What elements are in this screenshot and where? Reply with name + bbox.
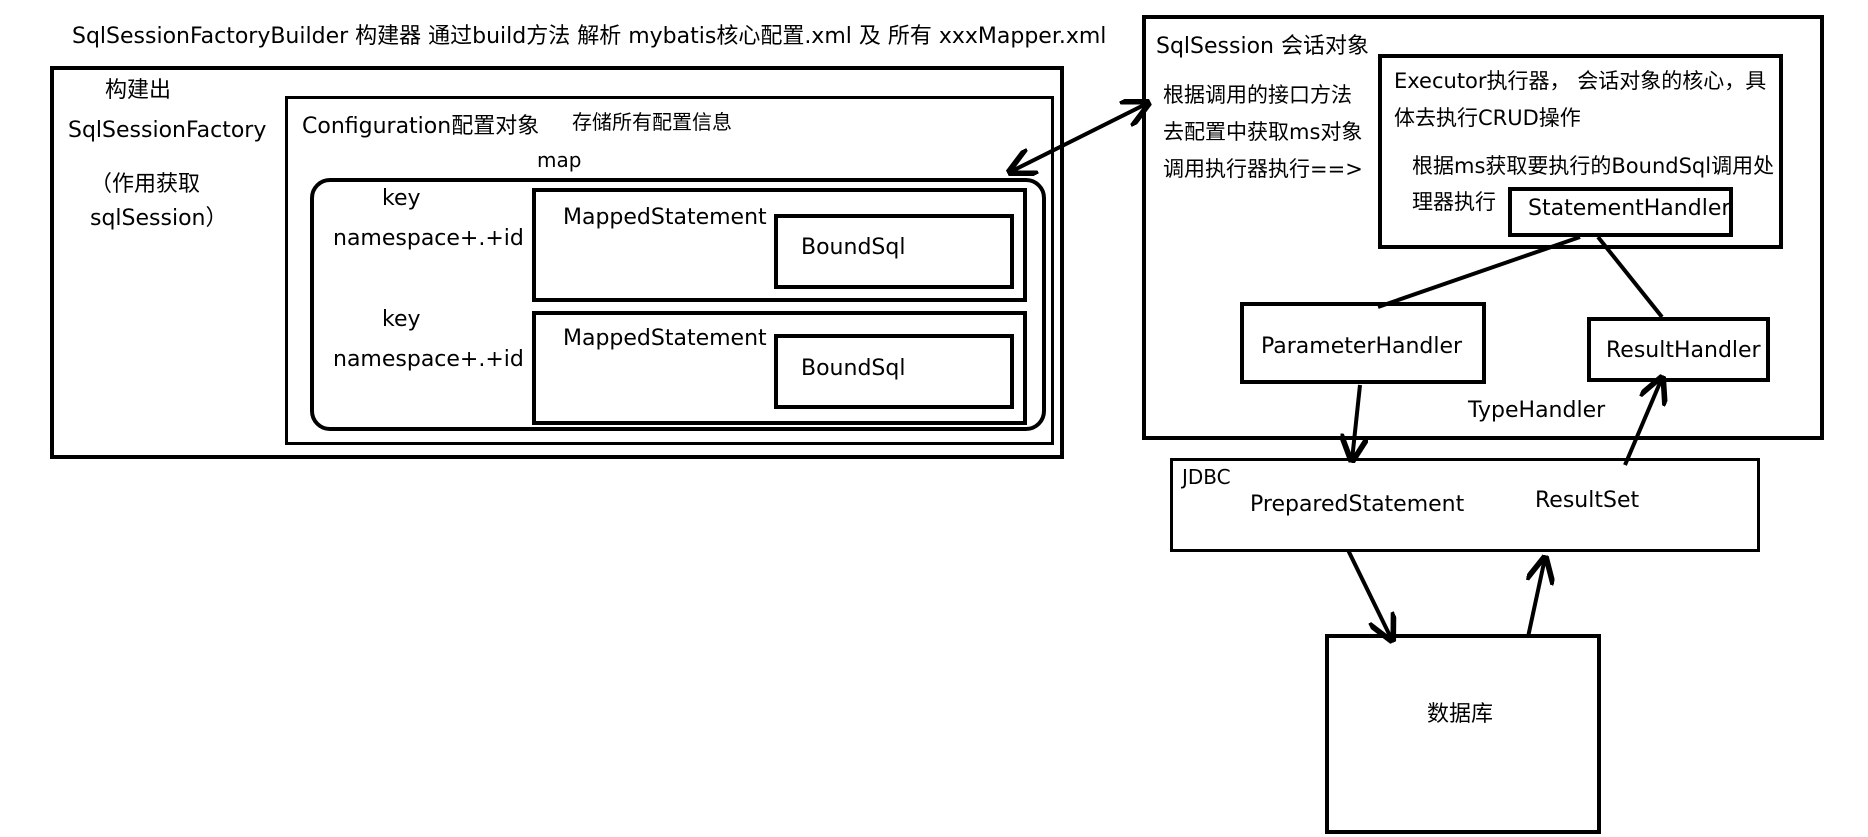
mappedstatement-box-1 xyxy=(532,188,1027,302)
factory-build-label: 构建出 xyxy=(105,78,172,103)
map-label: map xyxy=(537,148,582,172)
parameter-to-prepared-arrow xyxy=(1352,384,1360,460)
factory-name: SqlSessionFactory xyxy=(68,118,267,143)
preparedstatement-label: PreparedStatement xyxy=(1250,492,1465,517)
session-desc-line1: 根据调用的接口方法 xyxy=(1163,83,1352,107)
configuration-title: Configuration配置对象 xyxy=(302,114,540,139)
session-desc-line2: 去配置中获取ms对象 xyxy=(1163,120,1363,144)
entry2-bound: BoundSql xyxy=(801,356,906,381)
executor-title-line2: 体去执行CRUD操作 xyxy=(1394,106,1581,130)
resulthandler-box xyxy=(1587,317,1770,382)
boundsql-box-1 xyxy=(774,214,1014,289)
entry1-mapped: MappedStatement xyxy=(563,205,767,230)
factory-purpose-line1: （作用获取 xyxy=(90,172,201,197)
jdbc-to-database-arrow xyxy=(1346,549,1392,640)
configuration-desc: 存储所有配置信息 xyxy=(572,110,732,134)
database-box xyxy=(1325,634,1601,834)
map-container xyxy=(310,178,1046,431)
session-desc-line3: 调用执行器执行==> xyxy=(1163,157,1363,181)
entry1-key: key xyxy=(382,186,421,211)
sqlsession-box xyxy=(1142,15,1824,440)
sqlsessionfactory-box xyxy=(50,66,1064,459)
resultset-to-result-arrow xyxy=(1623,378,1662,466)
parameterhandler-box xyxy=(1240,302,1486,384)
builder-title: SqlSessionFactoryBuilder 构建器 通过build方法 解… xyxy=(72,24,1107,49)
configuration-box xyxy=(285,96,1054,445)
parameterhandler-label: ParameterHandler xyxy=(1261,334,1463,359)
entry1-bound: BoundSql xyxy=(801,235,906,260)
session-title: SqlSession 会话对象 xyxy=(1156,34,1369,59)
executor-desc-line2: 理器执行 xyxy=(1412,190,1496,214)
resulthandler-label: ResultHandler xyxy=(1606,338,1761,363)
resultset-label: ResultSet xyxy=(1535,488,1640,513)
statementhandler-label: StatementHandler xyxy=(1528,196,1731,221)
typehandler-label: TypeHandler xyxy=(1468,398,1606,423)
session-config-arrow xyxy=(1010,103,1148,172)
entry2-key: key xyxy=(382,307,421,332)
statement-to-result-line xyxy=(1596,235,1664,319)
statementhandler-box xyxy=(1508,187,1733,237)
executor-title-line1: Executor执行器， 会话对象的核心，具 xyxy=(1394,69,1767,93)
entry2-keyval: namespace+.+id xyxy=(333,347,524,372)
factory-purpose-line2: sqlSession） xyxy=(90,206,228,231)
entry1-keyval: namespace+.+id xyxy=(333,226,524,251)
executor-desc-line1: 根据ms获取要执行的BoundSql调用处 xyxy=(1412,154,1775,178)
executor-box xyxy=(1378,54,1783,249)
entry2-mapped: MappedStatement xyxy=(563,326,767,351)
jdbc-box xyxy=(1170,458,1760,552)
database-to-jdbc-arrow xyxy=(1528,558,1545,638)
jdbc-label: JDBC xyxy=(1182,465,1231,489)
boundsql-box-2 xyxy=(774,334,1014,409)
mappedstatement-box-2 xyxy=(532,311,1027,425)
database-label: 数据库 xyxy=(1427,702,1494,727)
